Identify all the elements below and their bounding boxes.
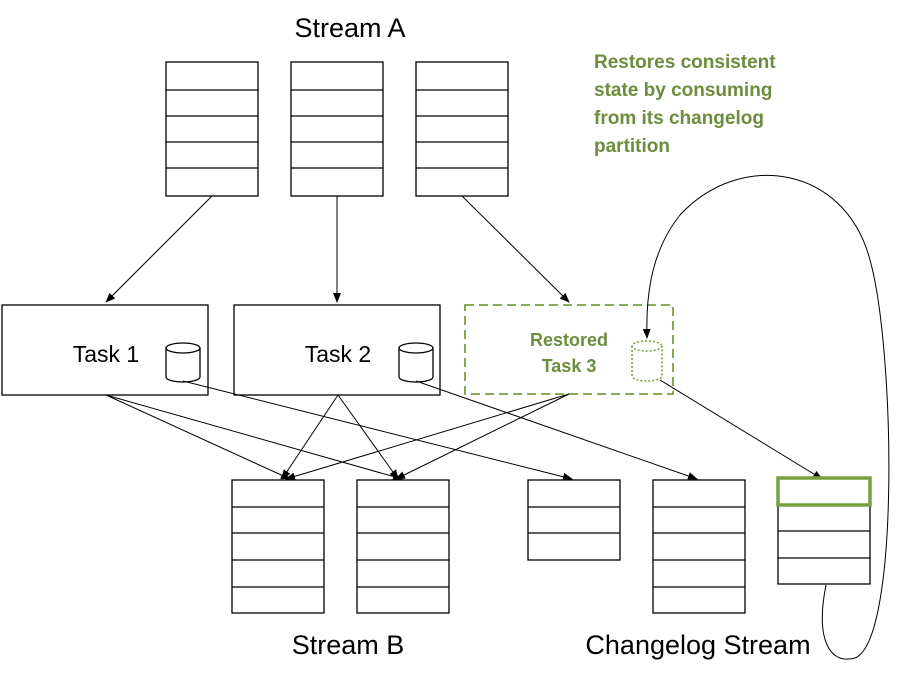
restore-loop-arrow (642, 174, 890, 660)
restore-note-line-3: from its changelog (594, 108, 764, 129)
database-cylinder-icon (631, 340, 663, 382)
stream-a-title: Stream A (294, 13, 405, 43)
edge-task1-b1 (105, 394, 291, 480)
edge-task3-b1 (285, 393, 570, 481)
database-cylinder-icon (165, 342, 201, 383)
stream-b-partition-1 (231, 479, 325, 614)
edge-store1-changelog1 (182, 380, 573, 481)
restored-task-3-box: Restored Task 3 (464, 304, 674, 395)
edge-task3-b2 (395, 393, 570, 480)
changelog-partition-3 (776, 476, 872, 585)
restored-task-label-1: Restored (530, 330, 608, 350)
stream-b-partition-2 (356, 479, 450, 614)
database-cylinder-icon (398, 342, 434, 383)
task-2-label: Task 2 (305, 341, 371, 367)
task-1-label: Task 1 (73, 341, 139, 367)
changelog-partition-2 (652, 479, 746, 614)
restore-note: Restores consistent state by consuming f… (594, 52, 776, 157)
highlighted-changelog-record (776, 476, 872, 507)
restore-note-line-1: Restores consistent (594, 52, 776, 73)
restore-note-line-4: partition (594, 136, 670, 157)
stream-a-partition-3 (415, 61, 509, 197)
edge-task2-b1 (281, 394, 339, 480)
stream-a-partition-2 (290, 61, 384, 197)
edge-task2-b2 (337, 394, 399, 480)
edge-a3-task3 (461, 195, 570, 303)
stream-a-partition-1 (165, 61, 259, 197)
edge-store3-changelog3 (659, 379, 823, 480)
edge-a1-task1 (105, 195, 213, 303)
changelog-partition-1 (527, 479, 621, 561)
changelog-stream-title: Changelog Stream (585, 630, 810, 660)
task-1-box: Task 1 (1, 304, 209, 396)
restore-note-line-2: state by consuming (594, 80, 772, 101)
edge-task1-b2 (105, 394, 403, 481)
restored-task-label-2: Task 3 (542, 356, 597, 376)
edge-store2-changelog2 (415, 380, 698, 480)
stream-b-title: Stream B (292, 630, 405, 660)
task-2-box: Task 2 (233, 304, 441, 396)
